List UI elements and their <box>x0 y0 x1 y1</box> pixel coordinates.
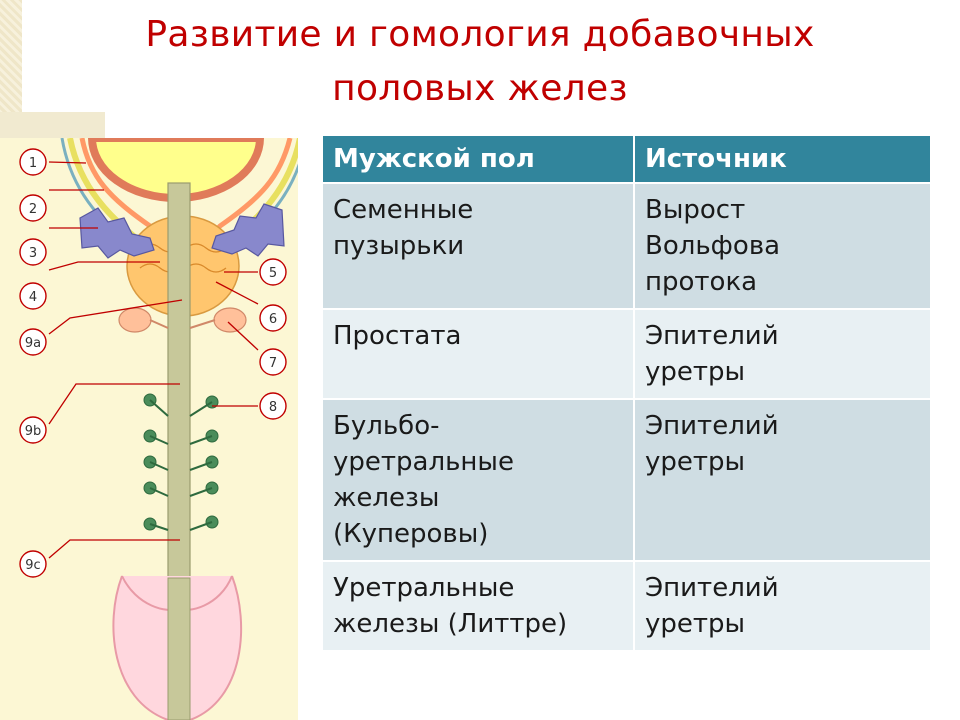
cell-line: пузырьки <box>333 231 465 261</box>
cell-line: Вольфова <box>645 231 781 261</box>
cell-line: железы (Литтре) <box>333 609 568 639</box>
cell-line: Семенные <box>333 195 474 225</box>
urethral-gland-ducts <box>149 399 213 531</box>
bulbourethral-ducts <box>149 319 216 329</box>
label-2-text: 2 <box>29 202 37 217</box>
anatomy-diagram: 1 2 3 4 5 6 7 8 9a 9b 9c <box>0 138 298 720</box>
leader-6 <box>215 281 259 305</box>
cell-line: Простата <box>333 321 462 351</box>
slide-title: Развитие и гомология добавочных половых … <box>40 8 920 116</box>
label-5-text: 5 <box>269 266 277 281</box>
duct-right-outer <box>196 138 293 250</box>
label-7-text: 7 <box>269 356 277 371</box>
leader-9b <box>48 383 180 425</box>
bulbourethral-gland-right <box>213 307 247 333</box>
cell-line: уретры <box>645 447 746 477</box>
title-line-1: Развитие и гомология добавочных <box>145 14 815 55</box>
label-7: 7 <box>259 348 287 376</box>
anatomy-diagram-svg: 1 2 3 4 5 6 7 8 9a 9b 9c <box>19 138 298 720</box>
table-row: Семенные пузырьки Вырост Вольфова проток… <box>323 182 932 309</box>
cell-line: (Куперовы) <box>333 519 489 549</box>
cell-source-prostate: Эпителий уретры <box>634 308 932 399</box>
leader-4 <box>48 261 160 271</box>
leader-1 <box>48 161 87 164</box>
cell-line: Вырост <box>645 195 746 225</box>
homology-table: Мужской пол Источник Семенные пузырьки В… <box>323 136 932 650</box>
label-2: 2 <box>19 194 47 222</box>
label-4-text: 4 <box>29 290 37 305</box>
cell-source-urethral-glands: Эпителий уретры <box>634 560 932 650</box>
duct-left-outer <box>79 138 170 250</box>
cell-male-seminal-vesicles: Семенные пузырьки <box>323 182 635 309</box>
label-1: 1 <box>19 148 47 176</box>
label-9a: 9a <box>19 328 47 356</box>
cell-male-prostate: Простата <box>323 308 635 399</box>
label-4: 4 <box>19 282 47 310</box>
header-source: Источник <box>634 136 932 183</box>
table-row: Бульбо- уретральные железы (Куперовы) Эп… <box>323 398 932 561</box>
label-8-text: 8 <box>269 400 277 415</box>
label-1-text: 1 <box>29 156 37 171</box>
label-9b: 9b <box>19 416 47 444</box>
cell-line: Эпителий <box>645 573 779 603</box>
urethra-distal <box>167 577 191 720</box>
cell-line: уретры <box>645 357 746 387</box>
label-6-text: 6 <box>269 312 277 327</box>
prostate-lobules <box>139 243 227 273</box>
label-6: 6 <box>259 304 287 332</box>
cell-line: протока <box>645 267 758 297</box>
label-9c: 9c <box>19 550 47 578</box>
leader-9c <box>48 539 180 559</box>
header-male: Мужской пол <box>323 136 635 183</box>
label-5: 5 <box>259 258 287 286</box>
cell-line: уретральные <box>333 447 514 477</box>
cell-male-bulbourethral: Бульбо- уретральные железы (Куперовы) <box>323 398 635 561</box>
cell-male-urethral-glands: Уретральные железы (Литтре) <box>323 560 635 650</box>
seminal-vesicle-left <box>79 207 155 259</box>
label-9c-text: 9c <box>25 558 40 573</box>
bulbourethral-gland-left <box>118 307 152 333</box>
seminal-vesicle-right <box>211 203 285 257</box>
cell-line: уретры <box>645 609 746 639</box>
label-9a-text: 9a <box>25 336 41 351</box>
cell-line: Уретральные <box>333 573 515 603</box>
table-row: Уретральные железы (Литтре) Эпителий уре… <box>323 560 932 650</box>
cell-source-seminal-vesicles: Вырост Вольфова протока <box>634 182 932 309</box>
label-9b-text: 9b <box>25 424 42 439</box>
leader-9a <box>48 299 183 335</box>
label-8: 8 <box>259 392 287 420</box>
leader-7 <box>227 321 259 351</box>
table-header-row: Мужской пол Источник <box>323 136 932 183</box>
cell-line: Эпителий <box>645 321 779 351</box>
label-3: 3 <box>19 238 47 266</box>
cell-line: Эпителий <box>645 411 779 441</box>
label-3-text: 3 <box>29 246 37 261</box>
left-edge-notch <box>0 112 105 138</box>
table-row: Простата Эпителий уретры <box>323 308 932 399</box>
title-line-2: половых желез <box>332 68 628 109</box>
cell-source-bulbourethral: Эпителий уретры <box>634 398 932 561</box>
cell-line: Бульбо- <box>333 411 440 441</box>
cell-line: железы <box>333 483 440 513</box>
